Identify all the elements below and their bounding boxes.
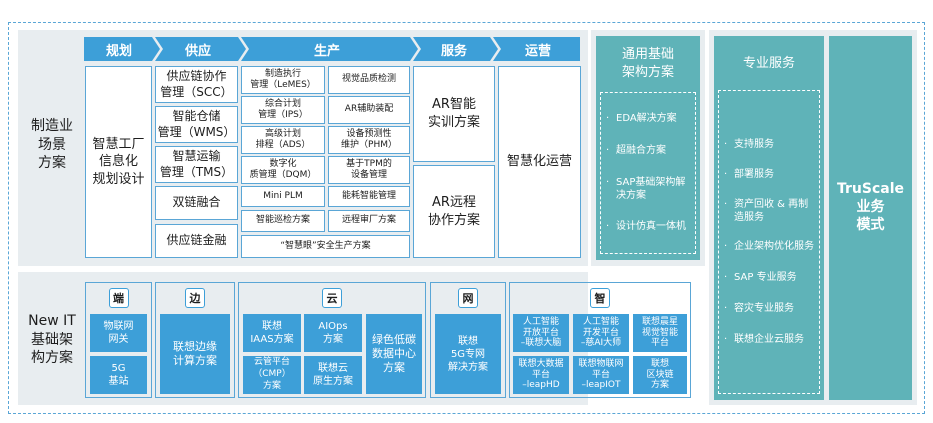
phase-service: 服务 <box>440 43 467 59</box>
edge-icon: 边 <box>185 288 205 308</box>
production-item: 视觉品质检测 <box>328 66 410 94</box>
pro-item: ·资产回收 & 再制 造服务 <box>724 199 809 223</box>
intelligence-icon: 智 <box>590 288 610 308</box>
outer-dashed-frame <box>8 22 925 414</box>
production-item: 能耗智能管理 <box>328 186 410 207</box>
production-item: 基于TPM的 设备管理 <box>328 156 410 184</box>
phase-plan: 规划 <box>105 43 132 59</box>
production-item: 数字化 质管理（DQM） <box>241 156 325 184</box>
edge-device-icon: 端 <box>108 288 129 308</box>
general-item: ·设计仿真一体机 <box>606 221 686 232</box>
phase-arrow-production <box>241 37 418 61</box>
intelligence-item: 联想大数据 平台 –leapHD <box>513 356 569 394</box>
intelligence-group <box>509 282 691 398</box>
edge-device-item: 5G 基站 <box>90 356 147 394</box>
edge-header: 边 <box>155 286 235 310</box>
operation-box: 智慧化运营 <box>498 66 581 258</box>
general-item: ·EDA解决方案 <box>606 113 677 124</box>
intelligence-item: 联想 区块链 方案 <box>633 356 687 394</box>
supply-item: 智慧运输 管理（TMS） <box>155 146 238 183</box>
production-item: 综合计划 管理（IPS） <box>241 96 325 124</box>
production-item: 远程审厂方案 <box>328 210 410 232</box>
production-item: AR辅助装配 <box>328 96 410 124</box>
supply-item: 智能仓储 管理（WMS） <box>155 106 238 143</box>
truscale-title: TruScale 业务 模式 <box>836 181 904 234</box>
truscale-panel <box>829 36 912 400</box>
general-list <box>600 92 696 254</box>
network-item: 联想 5G专网 解决方案 <box>435 314 501 394</box>
pro-item: ·联想企业云服务 <box>724 334 804 345</box>
edge-group <box>155 282 235 398</box>
general-title: 通用基础 架构方案 <box>621 47 674 81</box>
edge-device-header: 端 <box>85 286 152 310</box>
cloud-icon: 云 <box>322 288 342 308</box>
general-panel <box>596 36 700 260</box>
planning-box: 智慧工厂 信息化 规划设计 <box>85 66 152 258</box>
intelligence-header: 智 <box>509 286 691 310</box>
production-item: Mini PLM <box>241 186 325 207</box>
supply-item: 供应链协作 管理（SCC） <box>155 66 238 103</box>
cloud-item: 云管平台 （CMP） 方案 <box>243 356 301 394</box>
service-item: AR智能 实训方案 <box>413 66 495 162</box>
production-item: 智能巡检方案 <box>241 210 325 232</box>
pro-item: ·SAP 专业服务 <box>724 272 797 283</box>
cloud-item: 联想 IAAS方案 <box>243 314 301 352</box>
phase-operation: 运营 <box>524 43 551 59</box>
supply-item: 供应链金融 <box>155 224 238 258</box>
pro-item: ·支持服务 <box>724 139 774 150</box>
general-item: ·SAP基础架构解 决方案 <box>606 177 686 201</box>
cloud-wide-item: 绿色低碳 数据中心 方案 <box>366 314 422 394</box>
production-item: 制造执行 管理（LeMES） <box>241 66 325 94</box>
pro-item: ·容灾专业服务 <box>724 303 794 314</box>
cloud-item: 联想云 原生方案 <box>304 356 362 394</box>
supply-item: 双链融合 <box>155 186 238 220</box>
pro-item: ·部署服务 <box>724 169 774 180</box>
cloud-item: AIOps 方案 <box>304 314 362 352</box>
production-bottom: “智慧眼”安全生产方案 <box>241 235 410 258</box>
service-item: AR远程 协作方案 <box>413 165 495 258</box>
edge-device-item: 物联网 网关 <box>90 314 147 352</box>
phase-arrow-plan <box>84 37 160 61</box>
intelligence-item: 联想晨星 视觉智能 平台 <box>633 314 687 352</box>
production-item: 高级计划 排程（ADS） <box>241 126 325 154</box>
network-icon: 网 <box>458 288 478 308</box>
phase-arrow-operation <box>493 37 580 61</box>
general-item: ·超融合方案 <box>606 145 666 156</box>
pro-panel <box>714 36 824 400</box>
cloud-group <box>238 282 426 398</box>
phase-production: 生产 <box>313 43 340 59</box>
pro-title: 专业服务 <box>742 56 795 71</box>
scenario-row-label: 制造业 场景 方案 <box>31 117 73 172</box>
intelligence-item: 人工智能 开放平台 –联想大脑 <box>513 314 569 352</box>
edge-item: 联想边缘 计算方案 <box>160 314 230 394</box>
cloud-header: 云 <box>238 286 426 310</box>
intelligence-item: 联想物联网 平台 –leapIOT <box>573 356 629 394</box>
intelligence-item: 人工智能 开发平台 –慈AI大师 <box>573 314 629 352</box>
infra-row-label: New IT 基础架 构方案 <box>28 312 76 367</box>
edge-device-group <box>85 282 152 398</box>
production-item: 设备预测性 维护（PHM） <box>328 126 410 154</box>
phase-supply: 供应 <box>184 43 211 59</box>
pro-item: ·企业架构优化服务 <box>724 241 814 252</box>
pro-list <box>718 90 820 394</box>
network-header: 网 <box>430 286 506 310</box>
network-group <box>430 282 506 398</box>
phase-arrow-supply <box>155 37 246 61</box>
phase-arrow-service <box>413 37 498 61</box>
